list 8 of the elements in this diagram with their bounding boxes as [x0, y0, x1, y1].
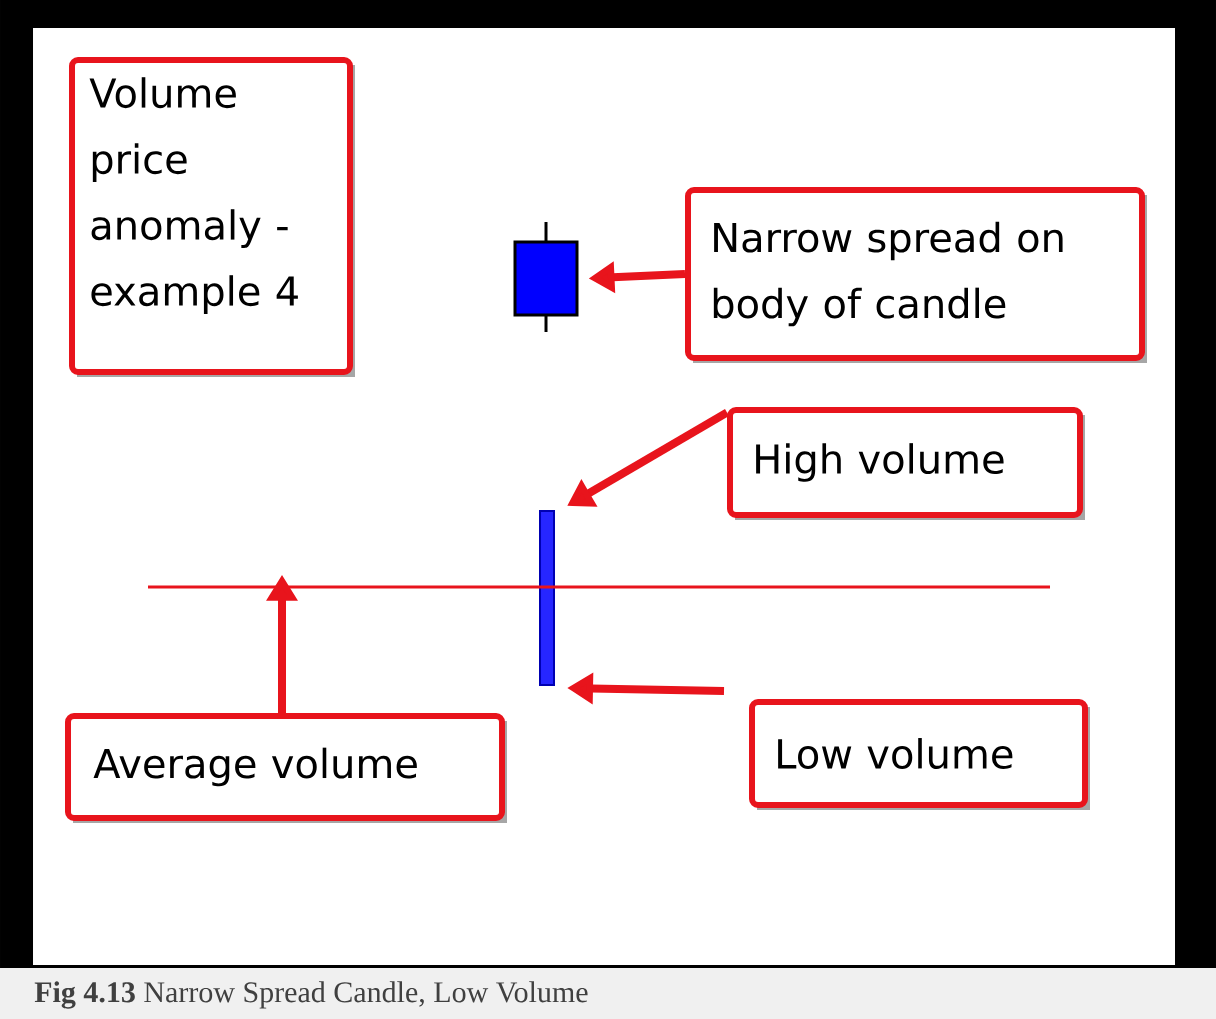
- caption: Fig 4.13 Narrow Spread Candle, Low Volume: [34, 981, 588, 1009]
- text-box: Low volume: [749, 699, 1090, 810]
- volume-bar: [539, 510, 555, 686]
- candle-drawing: [513, 222, 579, 332]
- text-box: Average volume: [65, 713, 507, 823]
- text-box: Volume price anomaly - example 4: [69, 57, 355, 377]
- text-box: High volume: [727, 407, 1085, 520]
- text-box: Narrow spread on body of candle: [685, 187, 1147, 363]
